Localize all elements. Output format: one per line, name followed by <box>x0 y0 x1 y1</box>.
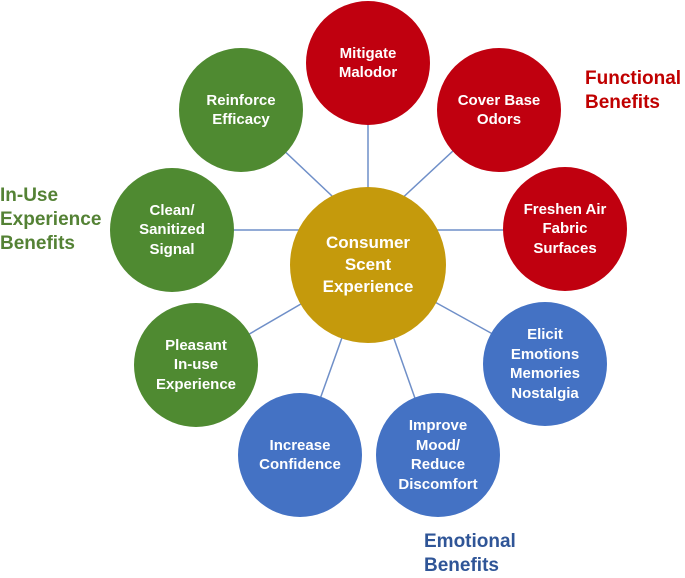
node-line: Experience <box>155 375 237 393</box>
node-line: Improve <box>408 417 468 434</box>
label-line: Experience <box>0 208 102 230</box>
center-line: Consumer <box>325 232 411 252</box>
node-line: Increase <box>269 436 331 454</box>
node-line: Freshen Air <box>523 200 607 218</box>
node-clean-sanitized-signal: Clean/ Sanitized Signal <box>110 168 234 292</box>
node-line: Emotions <box>510 345 580 363</box>
node-mitigate-malodor: Mitigate Malodor <box>306 1 430 125</box>
label-functional-benefits: Functional Benefits <box>585 67 681 115</box>
label-line: Emotional <box>424 531 516 552</box>
node-line: Mood/ <box>415 436 461 454</box>
center-line: Scent <box>344 254 392 274</box>
node-line: Cover Base <box>457 91 541 109</box>
node-line: Odors <box>476 111 522 128</box>
label-emotional-benefits: Emotional Benefits <box>424 530 516 578</box>
center-node-consumer-scent-experience: Consumer Scent Experience <box>290 187 446 343</box>
node-line: Clean/ <box>149 201 195 219</box>
label-line: Functional <box>585 68 682 89</box>
label-line: Benefits <box>424 554 499 576</box>
node-reinforce-efficacy: Reinforce Efficacy <box>179 48 303 172</box>
node-line: Malodor <box>338 64 398 81</box>
node-line: Memories <box>509 365 581 382</box>
label-in-use-experience-benefits: In-Use Experience Benefits <box>0 184 101 255</box>
node-increase-confidence: Increase Confidence <box>238 393 362 517</box>
node-line: Nostalgia <box>511 384 579 402</box>
node-line: Confidence <box>259 456 341 473</box>
center-line: Experience <box>322 277 414 297</box>
label-line: Benefits <box>0 232 75 254</box>
node-line: Reduce <box>410 456 466 473</box>
node-elicit-emotions: Elicit Emotions Memories Nostalgia <box>483 302 607 426</box>
node-line: Sanitized <box>139 221 205 239</box>
node-line: In-use <box>173 356 219 374</box>
node-line: Elicit <box>527 326 563 343</box>
label-line: In-Use <box>0 185 59 206</box>
node-line: Surfaces <box>533 239 597 257</box>
node-improve-mood: Improve Mood/ Reduce Discomfort <box>376 393 500 517</box>
node-pleasant-in-use-experience: Pleasant In-use Experience <box>134 303 258 427</box>
node-line: Mitigate <box>339 44 397 62</box>
node-line: Discomfort <box>398 475 478 493</box>
node-line: Fabric <box>542 220 588 238</box>
node-line: Efficacy <box>212 111 270 128</box>
node-line: Pleasant <box>165 336 227 354</box>
label-line: Benefits <box>585 91 660 113</box>
node-cover-base-odors: Cover Base Odors <box>437 48 561 172</box>
node-freshen-air: Freshen Air Fabric Surfaces <box>503 167 627 291</box>
node-line: Reinforce <box>206 91 276 109</box>
node-line: Signal <box>149 240 195 258</box>
